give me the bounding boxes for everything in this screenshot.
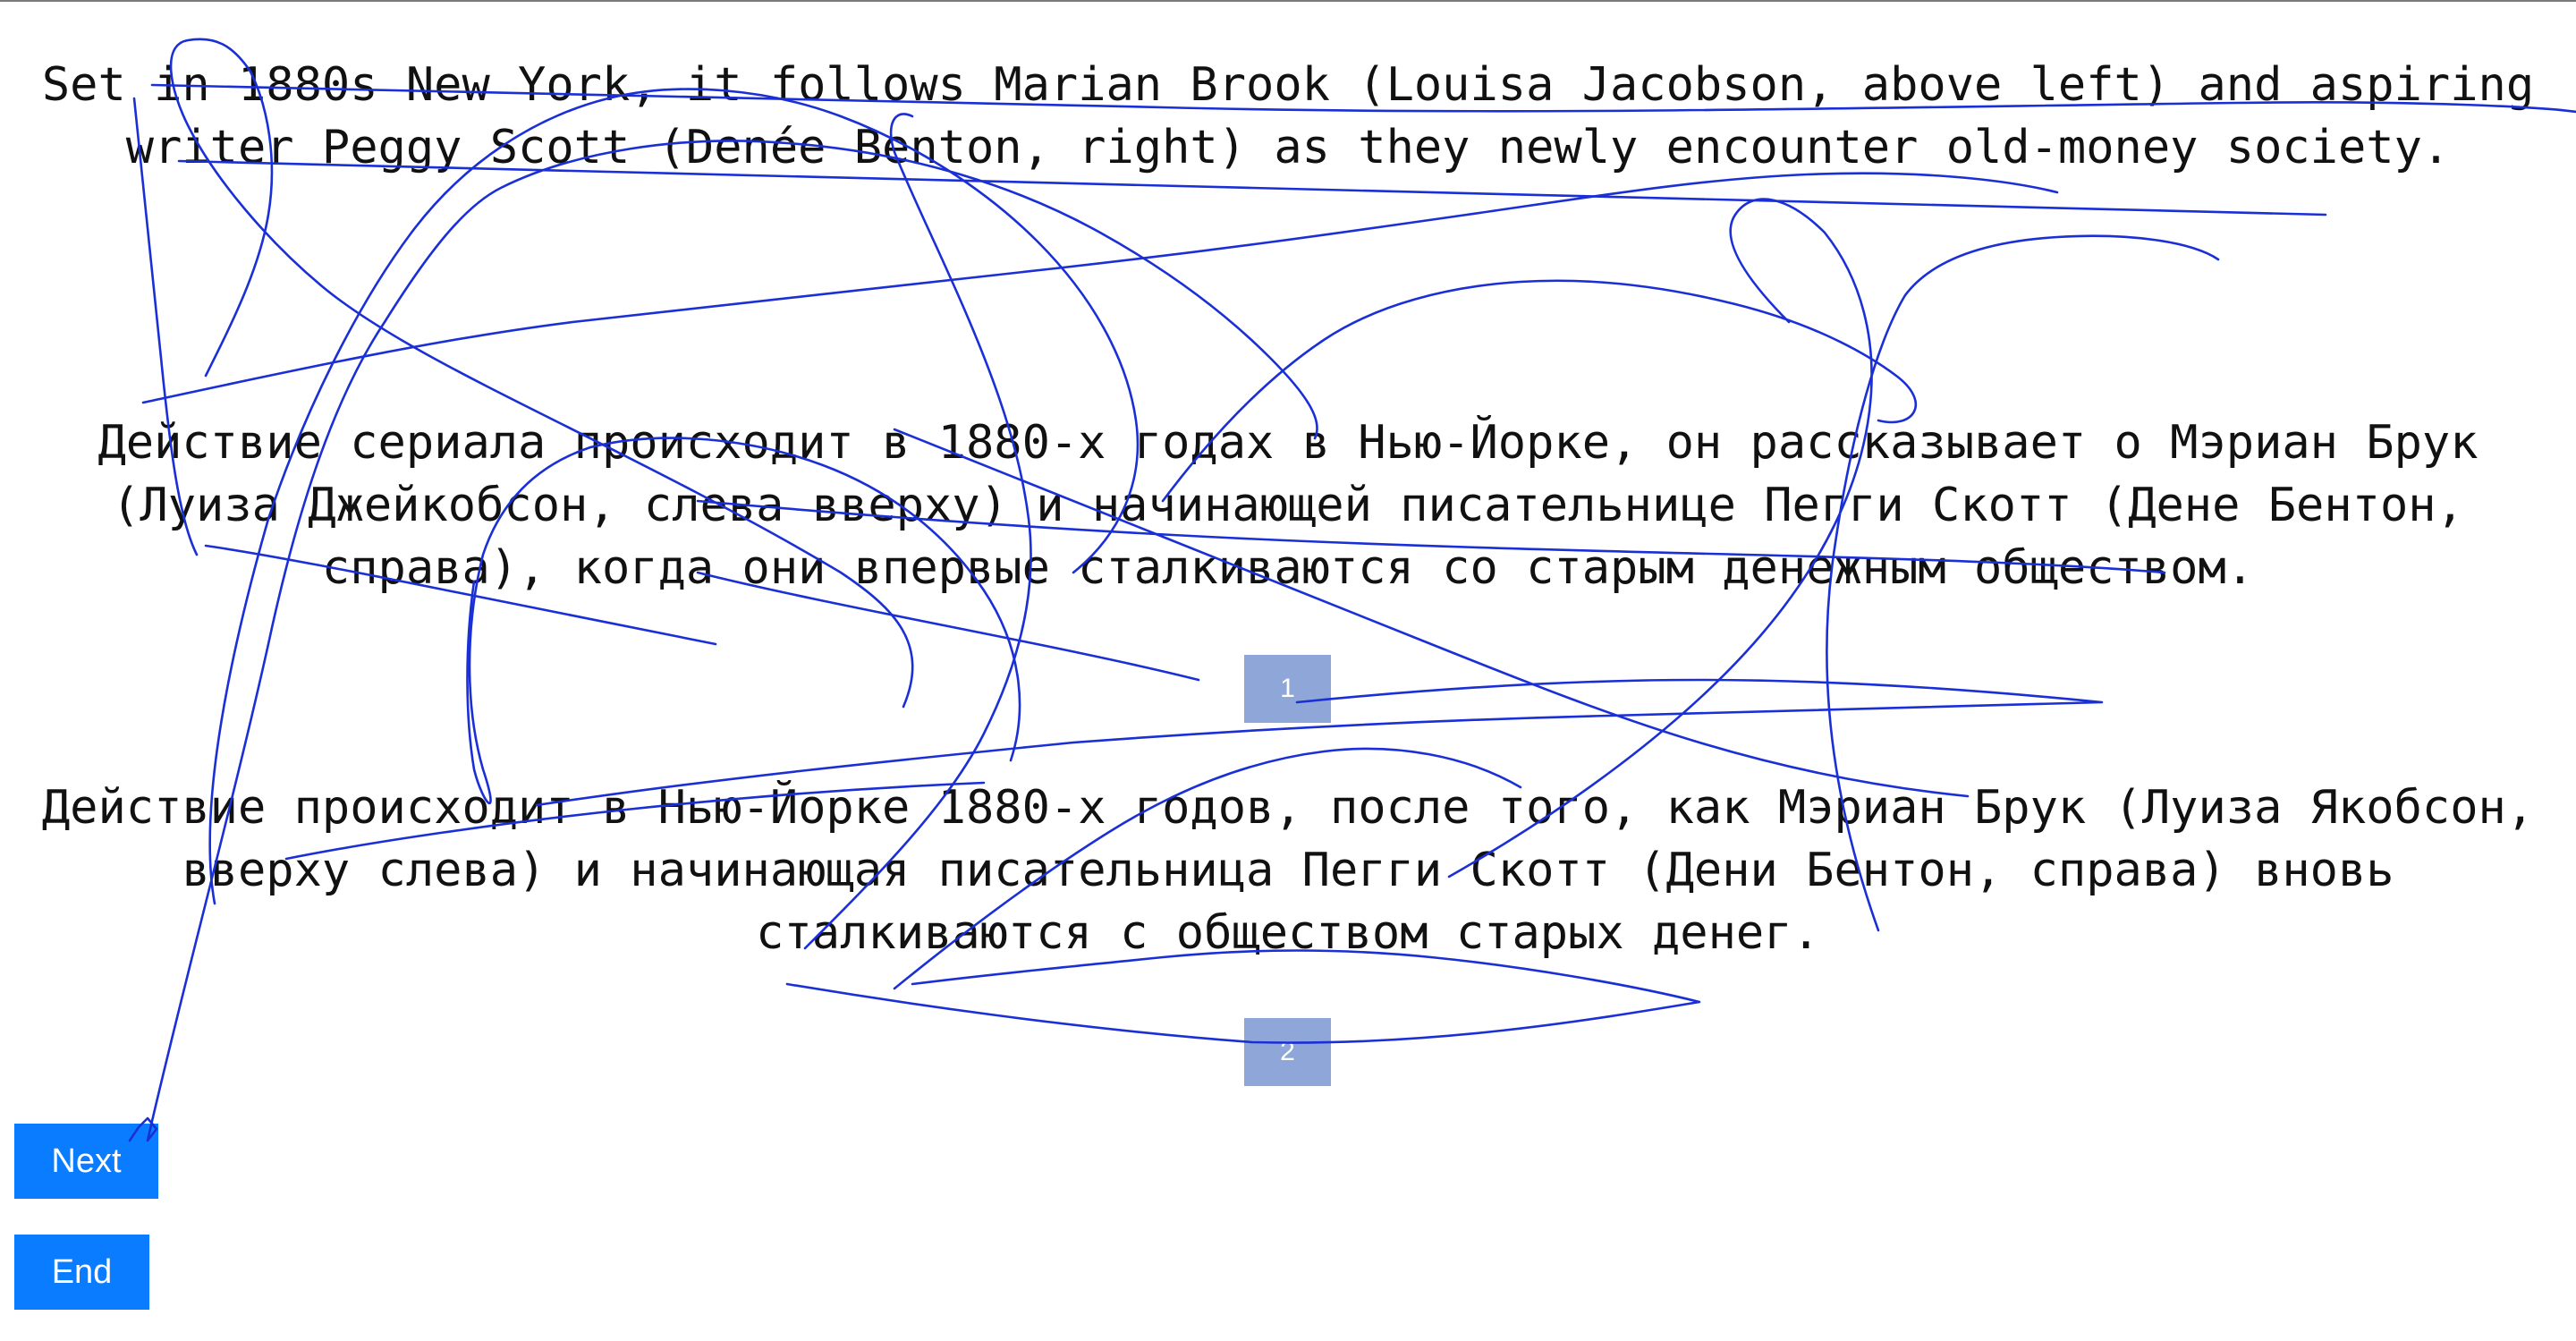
end-button[interactable]: End: [14, 1235, 149, 1310]
source-text: Set in 1880s New York, it follows Marian…: [41, 58, 2535, 174]
translation-text-2: Действие происходит в Нью-Йорке 1880-х г…: [41, 781, 2535, 960]
next-button[interactable]: Next: [14, 1124, 158, 1199]
top-rule: [0, 0, 2576, 2]
scribble-stroke: [141, 172, 2059, 404]
translation-number-badge-2[interactable]: 2: [1244, 1018, 1331, 1086]
translation-text-1: Действие сериала происходит в 1880-х год…: [97, 416, 2479, 595]
translation-number-badge-1[interactable]: 1: [1244, 655, 1331, 723]
scribble-stroke: [128, 140, 1318, 1142]
